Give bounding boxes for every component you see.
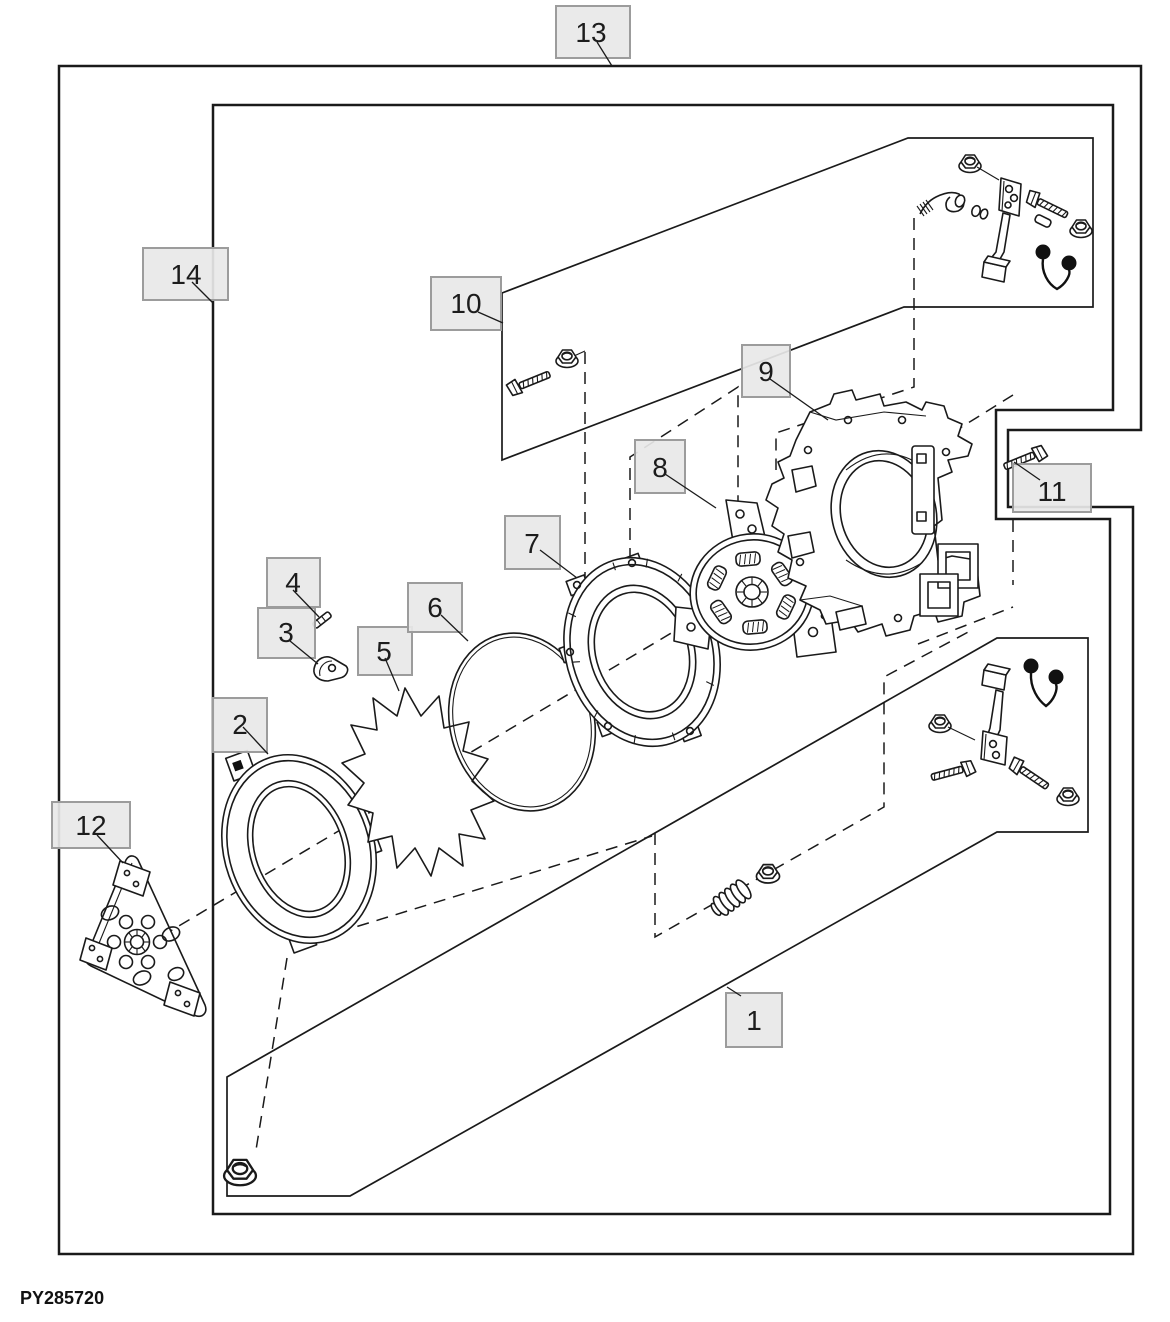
callout-12[interactable]: 12 bbox=[51, 801, 131, 864]
pressure-plate-part-2 bbox=[221, 749, 383, 954]
callout-4[interactable]: 4 bbox=[266, 557, 321, 618]
retainer-spring-top bbox=[1035, 244, 1077, 291]
retainer-spring-bottom bbox=[1023, 658, 1064, 708]
spline-disc-part-5 bbox=[341, 687, 495, 877]
operating-link-kit-bottom bbox=[928, 658, 1080, 807]
callout-8[interactable]: 8 bbox=[634, 439, 717, 509]
callout-3-number: 3 bbox=[278, 617, 294, 648]
operating-link-kit-top bbox=[916, 154, 1093, 291]
callout-3[interactable]: 3 bbox=[257, 607, 319, 665]
clutch-disc-part-8 bbox=[673, 499, 837, 658]
callout-2[interactable]: 2 bbox=[212, 697, 269, 755]
callout-12-number: 12 bbox=[75, 810, 106, 841]
callout-6-number: 6 bbox=[427, 592, 443, 623]
cover-plate-part-7 bbox=[558, 552, 721, 748]
callout-2-number: 2 bbox=[232, 709, 248, 740]
callout-10[interactable]: 10 bbox=[430, 276, 504, 331]
nut-connector-line bbox=[573, 350, 586, 357]
callout-10-number: 10 bbox=[450, 288, 481, 319]
spring-windows bbox=[706, 551, 797, 635]
outer-border bbox=[57, 64, 1143, 1256]
callout-13-number: 13 bbox=[575, 17, 606, 48]
callout-11-number: 11 bbox=[1037, 476, 1066, 507]
callout-5-number: 5 bbox=[376, 636, 392, 667]
callout-5[interactable]: 5 bbox=[357, 626, 413, 692]
lower-axis-dashed-line bbox=[299, 835, 653, 945]
callout-1-number: 1 bbox=[746, 1005, 762, 1036]
housing-dashed-edge-3 bbox=[917, 606, 1014, 645]
callout-7[interactable]: 7 bbox=[504, 515, 578, 579]
figure-code: PY285720 bbox=[20, 1288, 104, 1308]
callout-11[interactable]: 11 bbox=[1012, 461, 1092, 513]
clutch-housing-part-9 bbox=[765, 389, 981, 637]
kit-panel-top bbox=[501, 137, 1094, 462]
callout-6[interactable]: 6 bbox=[407, 582, 469, 642]
inner-border bbox=[211, 103, 1115, 1216]
housing-dashed-edge-1 bbox=[951, 394, 1014, 434]
callout-14-number: 14 bbox=[170, 259, 201, 290]
kit-panel-bottom bbox=[226, 637, 1089, 1197]
spring-alignment-dashed-line bbox=[654, 629, 973, 939]
figure-borders bbox=[57, 64, 1143, 1256]
drive-plate-part-12 bbox=[79, 855, 207, 1018]
nut-alignment-dashed-line bbox=[255, 957, 288, 1151]
callout-14[interactable]: 14 bbox=[142, 247, 229, 304]
callout-1[interactable]: 1 bbox=[725, 986, 783, 1048]
clamp-clip-part-3 bbox=[313, 656, 349, 682]
kit-panels bbox=[226, 137, 1094, 1197]
callout-8-number: 8 bbox=[652, 452, 668, 483]
callout-4-number: 4 bbox=[285, 567, 301, 598]
callout-labels: 1 2 3 4 5 6 7 bbox=[51, 5, 1092, 1048]
callout-9[interactable]: 9 bbox=[741, 344, 829, 421]
callout-9-number: 9 bbox=[758, 356, 774, 387]
callout-7-number: 7 bbox=[524, 528, 540, 559]
callout-13[interactable]: 13 bbox=[555, 5, 631, 67]
